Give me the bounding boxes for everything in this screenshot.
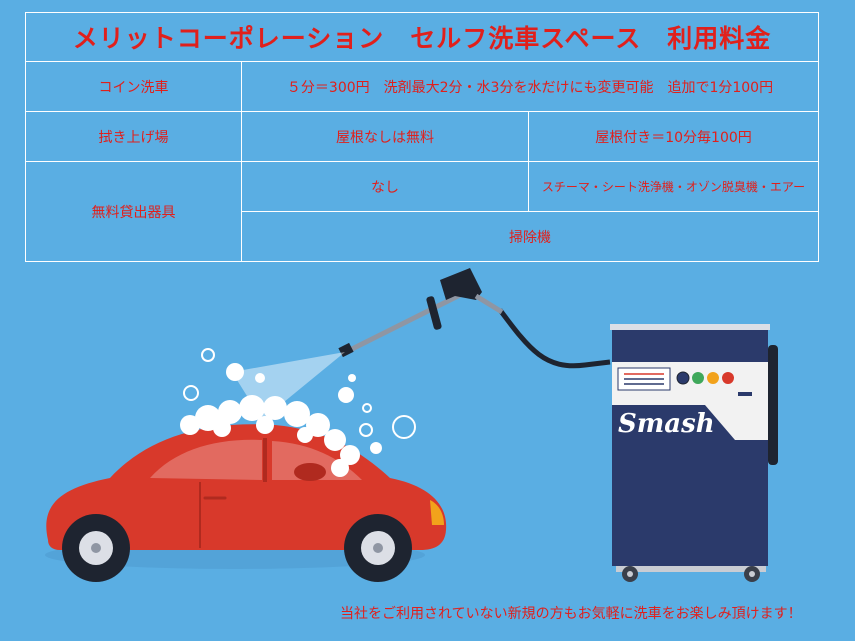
price-table: メリットコーポレーション セルフ洗車スペース 利用料金 コイン洗車 ５分＝300… bbox=[24, 12, 820, 262]
machine-brand: Smash bbox=[618, 409, 715, 439]
footer-note: 当社をご利用されていない新規の方もお気軽に洗車をお楽しみ頂けます！ bbox=[340, 606, 802, 622]
coin-wash-label: コイン洗車 bbox=[25, 61, 242, 112]
free-rental-vacuum: 掃除機 bbox=[240, 211, 820, 262]
foam-bubbles bbox=[180, 363, 382, 477]
free-rental-equipment: スチーマ・シート洗浄機・オゾン脱臭機・エアー bbox=[527, 161, 820, 212]
spray-gun-icon bbox=[338, 268, 504, 358]
free-rental-none: なし bbox=[241, 161, 529, 212]
washer-machine-icon: Smash bbox=[610, 324, 778, 582]
coin-wash-detail: ５分＝300円 洗剤最大2分・水3分を水だけにも変更可能 追加で1分100円 bbox=[240, 61, 820, 112]
floating-bubbles bbox=[183, 348, 416, 439]
page-title: メリットコーポレーション セルフ洗車スペース 利用料金 bbox=[24, 12, 820, 62]
hose bbox=[498, 308, 611, 369]
red-car-icon bbox=[45, 424, 447, 582]
wipe-area-with-roof: 屋根付き＝10分毎100円 bbox=[527, 111, 820, 162]
